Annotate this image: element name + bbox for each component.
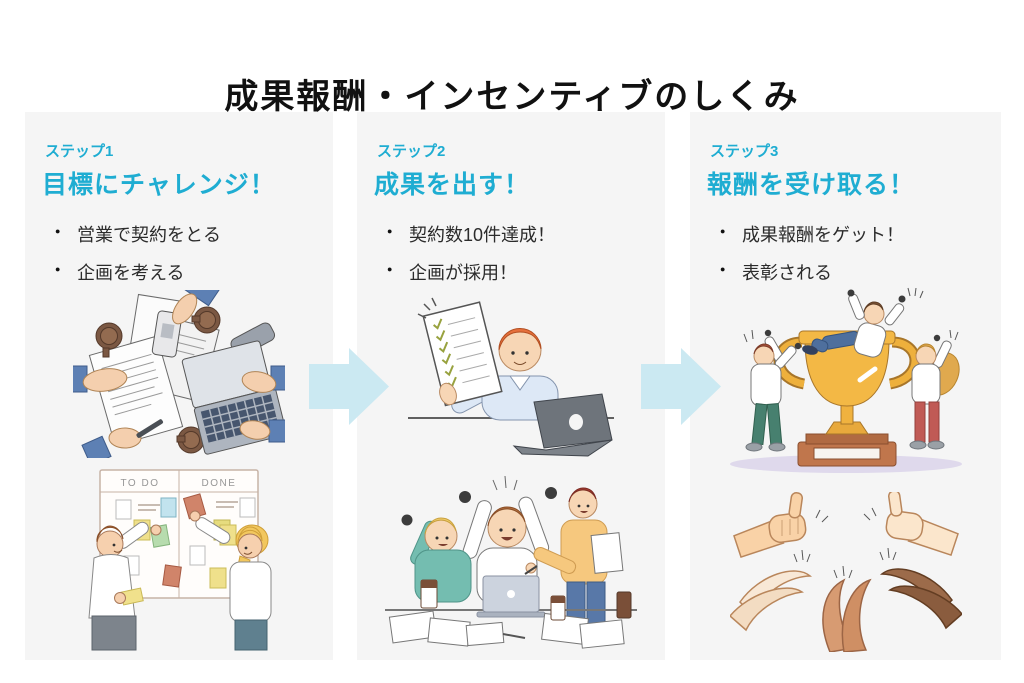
bullet-item: 企画を考える bbox=[55, 259, 333, 285]
trophy-icon bbox=[729, 287, 962, 473]
desk-top-view-icon bbox=[73, 290, 285, 458]
step-1-bullet-list: 営業で契約をとる 企画を考える bbox=[55, 221, 333, 285]
bullet-item: 表彰される bbox=[720, 259, 1001, 285]
celebrating-team-icon bbox=[385, 475, 637, 649]
checklist-man-icon bbox=[408, 297, 614, 457]
step-3-heading: 報酬を受け取る！ bbox=[707, 171, 916, 199]
step-2-heading: 成果を出す！ bbox=[374, 171, 531, 199]
step-panel-1: ステップ1 目標にチャレンジ！ 営業で契約をとる 企画を考える bbox=[25, 112, 333, 660]
team-celebration-illustration bbox=[357, 462, 665, 656]
step-panel-3: ステップ3 報酬を受け取る！ 成果報酬をゲット！ 表彰される bbox=[690, 112, 1001, 660]
bullet-item: 成果報酬をゲット！ bbox=[720, 221, 1001, 247]
step-1-heading: 目標にチャレンジ！ bbox=[42, 171, 276, 199]
hands-icon bbox=[729, 492, 962, 652]
step-2-bullet-list: 契約数10件達成！ 企画が採用！ bbox=[387, 221, 665, 285]
right-arrow-icon bbox=[641, 348, 721, 425]
bullet-item: 営業で契約をとる bbox=[55, 221, 333, 247]
step-1-label: ステップ1 bbox=[45, 143, 114, 160]
thumbs-up-clapping-hands-illustration bbox=[690, 492, 1001, 652]
step-panel-2: ステップ2 成果を出す！ 契約数10件達成！ 企画が採用！ bbox=[357, 112, 665, 660]
step-2-label: ステップ2 bbox=[377, 143, 446, 160]
bullet-item: 契約数10件達成！ bbox=[387, 221, 665, 247]
todo-column-label: TO DO bbox=[121, 478, 160, 489]
right-arrow-icon bbox=[309, 348, 389, 425]
kanban-board-icon: TO DO DONE bbox=[88, 469, 272, 651]
trophy-celebration-illustration bbox=[690, 284, 1001, 482]
page-title: 成果報酬・インセンティブのしくみ bbox=[224, 77, 800, 116]
bullet-item: 企画が採用！ bbox=[387, 259, 665, 285]
step-3-label: ステップ3 bbox=[710, 143, 779, 160]
teamwork-desk-top-view-illustration bbox=[25, 290, 333, 458]
man-with-checklist-illustration bbox=[357, 294, 665, 460]
step-3-bullet-list: 成果報酬をゲット！ 表彰される bbox=[720, 221, 1001, 285]
done-column-label: DONE bbox=[202, 478, 237, 489]
todo-done-board-illustration: TO DO DONE bbox=[25, 464, 333, 656]
